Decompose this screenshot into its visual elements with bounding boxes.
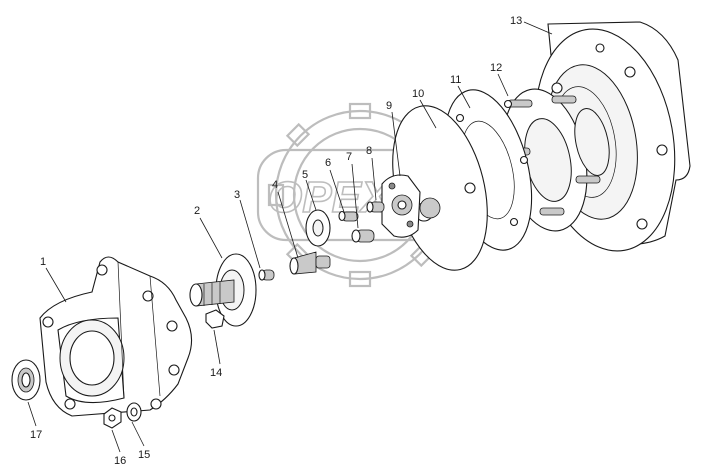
- callout-3: 3: [234, 189, 240, 201]
- part-14-shaft-nut: [205, 309, 225, 329]
- callout-4: 4: [272, 179, 278, 191]
- callout-13: 13: [510, 15, 522, 27]
- callout-6: 6: [325, 157, 331, 169]
- callout-8: 8: [366, 145, 372, 157]
- callout-17: 17: [30, 429, 42, 441]
- part-3-sleeve: [258, 269, 275, 281]
- callout-16: 16: [114, 455, 126, 467]
- leader-lines: [27, 21, 553, 453]
- part-1-bell-housing: [39, 256, 193, 417]
- part-6-roller: [351, 229, 375, 243]
- part-17-oil-seal: [11, 359, 41, 401]
- part-9-gear-block: [381, 174, 421, 238]
- part-2-shaft-disc: [189, 253, 257, 327]
- part-5-washer: [305, 209, 331, 247]
- part-16-nut: [103, 407, 122, 429]
- callout-5: 5: [302, 169, 308, 181]
- callout-9: 9: [386, 100, 392, 112]
- part-7-pin: [338, 210, 359, 222]
- callout-2: 2: [194, 205, 200, 217]
- part-4-stepped-shaft: [289, 251, 331, 275]
- callout-15: 15: [138, 449, 150, 461]
- callout-labels: 1 2 3 4 5 6 7 8 9 10 11 12 13 14 15 16 1…: [30, 15, 522, 467]
- callout-14: 14: [210, 367, 222, 379]
- callout-11: 11: [450, 74, 461, 86]
- callout-7: 7: [346, 151, 352, 163]
- callout-1: 1: [40, 256, 46, 268]
- part-15-washer: [126, 402, 142, 422]
- callout-10: 10: [412, 88, 424, 100]
- watermark-text: OPEX: [268, 173, 393, 222]
- callout-12: 12: [490, 62, 502, 74]
- part-8-bushing: [366, 201, 385, 213]
